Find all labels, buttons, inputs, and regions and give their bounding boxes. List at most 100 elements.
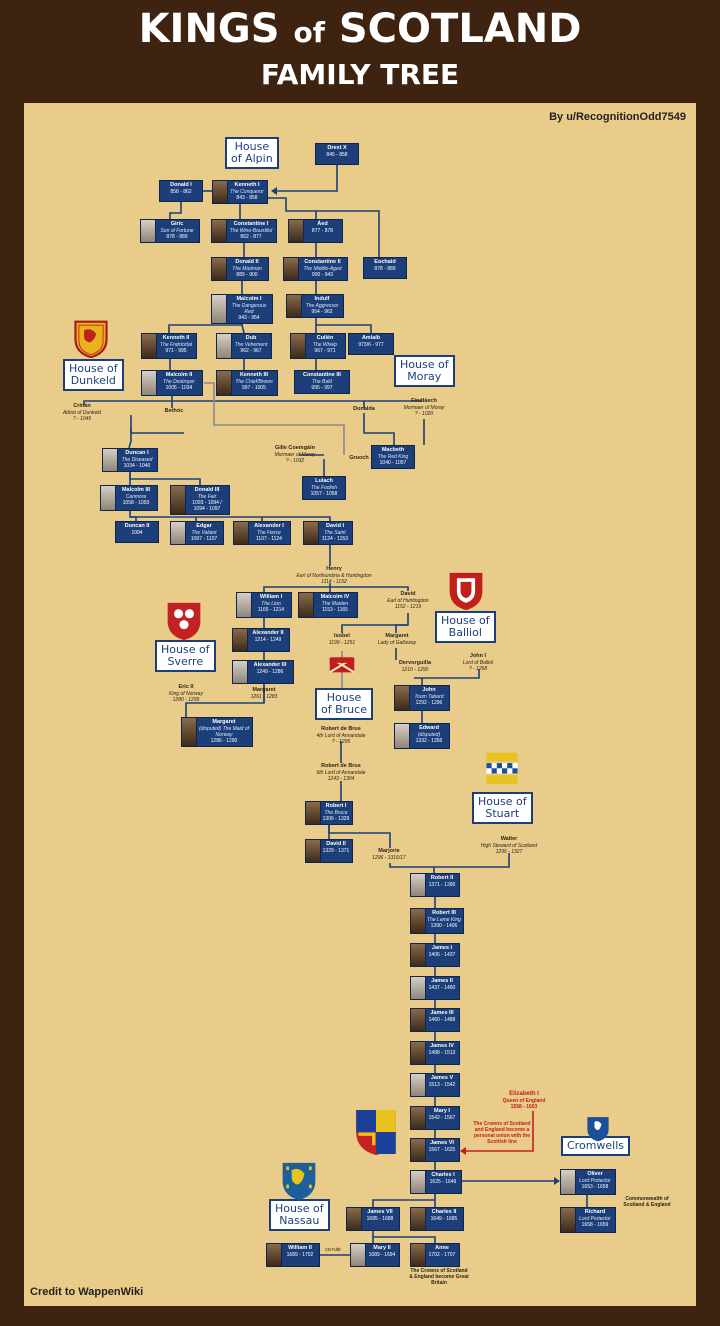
king-name: Malcolm II <box>165 372 193 378</box>
king-name: Alexander I <box>254 523 284 529</box>
king-dates: 1034 - 1040 <box>123 463 151 470</box>
portrait-image <box>212 258 227 280</box>
house-label-line: of Alpin <box>231 152 273 166</box>
king-epithet: (disputed) <box>417 731 441 738</box>
house-label-line: House <box>234 140 270 153</box>
king-dates: 1286 - 1290 <box>210 738 238 745</box>
king-name: Robert II <box>430 875 454 881</box>
king-name: James V <box>430 1075 454 1081</box>
gray-connector <box>204 382 345 455</box>
king-dates: 1689 - 1702 <box>286 1251 314 1258</box>
portrait-image <box>411 1042 426 1064</box>
king-dates: 877 - 878 <box>311 227 334 234</box>
king-dates: 1097 - 1107 <box>190 536 218 543</box>
portrait-image <box>212 220 227 242</box>
king-dates: 962 - 967 <box>240 348 262 355</box>
king-epithet: The Fair <box>197 493 217 500</box>
person-name: Gruoch <box>349 455 369 461</box>
person-name: Marjorie <box>378 848 400 854</box>
person-name: Margaret <box>252 687 276 693</box>
king-dates: 1057 - 1058 <box>310 491 338 498</box>
tree-connector <box>316 324 372 333</box>
nassau-crest-icon <box>282 1162 316 1201</box>
person-name: Walter <box>500 836 518 842</box>
portrait-image <box>291 334 306 358</box>
portrait-image <box>212 295 227 323</box>
king-box-edward: Edward(disputed)1332 - 1356 <box>394 723 450 749</box>
king-name: Donald III <box>194 487 220 493</box>
person-name: Eric II <box>178 684 194 690</box>
king-name: Duncan I <box>125 450 149 456</box>
portrait-image <box>171 522 186 544</box>
king-name: Richard <box>584 1209 606 1215</box>
king-dates: 1653 - 1658 <box>581 1184 609 1191</box>
connector-arrow <box>554 1177 560 1185</box>
portrait-image <box>347 1208 362 1230</box>
king-dates: 1329 - 1371 <box>322 847 350 854</box>
person-dates: ? - 1032 <box>285 458 305 465</box>
portrait-image <box>411 1009 426 1031</box>
portrait-image <box>411 1244 426 1266</box>
person-epithet: Mormaer of Moray <box>403 404 445 411</box>
portrait-image <box>304 522 319 544</box>
king-name: Donald I <box>170 182 192 188</box>
portrait-image <box>351 1244 366 1266</box>
person-bethoc: Bethóc <box>154 408 194 415</box>
king-dates: 1332 - 1356 <box>415 738 443 745</box>
king-name: Margaret <box>212 719 236 725</box>
portrait-image <box>411 909 426 933</box>
connector-arrow <box>271 187 277 195</box>
king-name: Amlaíb <box>361 335 381 341</box>
king-dates: 954 - 962 <box>311 309 333 316</box>
king-epithet: The Conqueror <box>230 188 264 195</box>
king-name: James VI <box>430 1140 454 1146</box>
person-name: Robert de Brus <box>321 763 361 769</box>
person-name: Robert de Brus <box>321 726 361 732</box>
page-title: KINGS of SCOTLAND <box>0 6 720 52</box>
title-scotland: SCOTLAND <box>338 6 582 52</box>
family-tree-canvas: By u/RecognitionOdd7549 Credit to Wappen… <box>24 103 696 1306</box>
person-name: David <box>400 591 416 597</box>
king-dates: 967 - 971 <box>314 348 336 355</box>
tree-connector <box>341 613 409 633</box>
king-epithet: The Middle-Aged <box>303 265 342 272</box>
king-dates: 943 - 954 <box>238 315 260 322</box>
king-name: Drest X <box>327 145 347 151</box>
elizabeth-line: Elizabeth I <box>509 1091 539 1097</box>
tree-connector <box>414 677 423 685</box>
king-epithet: The Chief/Brown <box>235 378 273 385</box>
person-epithet: Lord of Balliol <box>462 659 494 666</box>
house-label-line: of Bruce <box>321 703 367 717</box>
king-epithet: The Lame King <box>427 916 461 923</box>
portrait-image <box>411 944 426 966</box>
king-epithet: The Fratricidal <box>160 341 192 348</box>
king-name: Lulach <box>315 478 333 484</box>
king-name: Cuilén <box>316 335 334 341</box>
king-name: John <box>422 687 436 693</box>
commonwealth-note: Commonwealth of Scotland & England <box>623 1196 671 1208</box>
tree-connector <box>330 586 409 591</box>
portrait-image <box>233 661 248 683</box>
